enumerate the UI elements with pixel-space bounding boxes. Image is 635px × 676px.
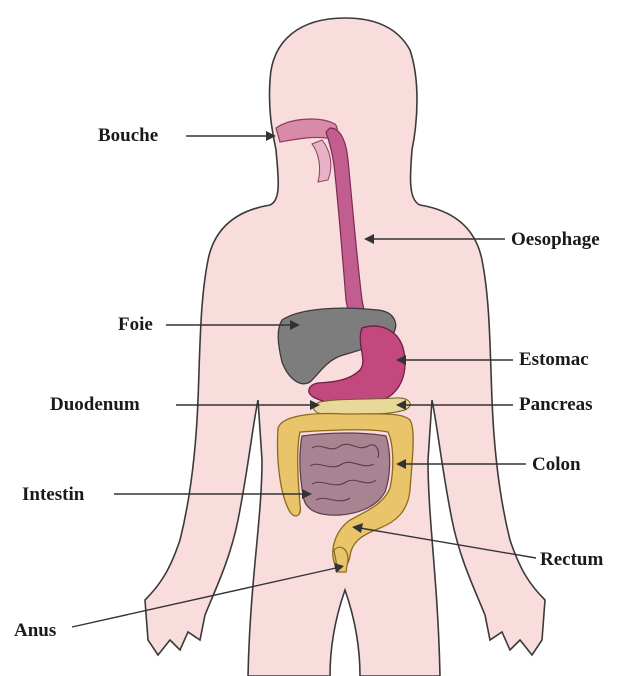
- label-bouche: Bouche: [98, 125, 158, 146]
- label-rectum: Rectum: [540, 549, 603, 570]
- label-anus: Anus: [14, 620, 56, 641]
- label-colon: Colon: [532, 454, 581, 475]
- label-duodenum: Duodenum: [50, 394, 140, 415]
- pancreas-organ: [314, 398, 411, 414]
- label-pancreas: Pancreas: [519, 394, 593, 415]
- label-foie: Foie: [118, 314, 153, 335]
- small-intestine-organ: [300, 433, 390, 515]
- label-intestin: Intestin: [22, 484, 85, 505]
- label-oesophage: Oesophage: [511, 229, 600, 250]
- label-estomac: Estomac: [519, 349, 589, 370]
